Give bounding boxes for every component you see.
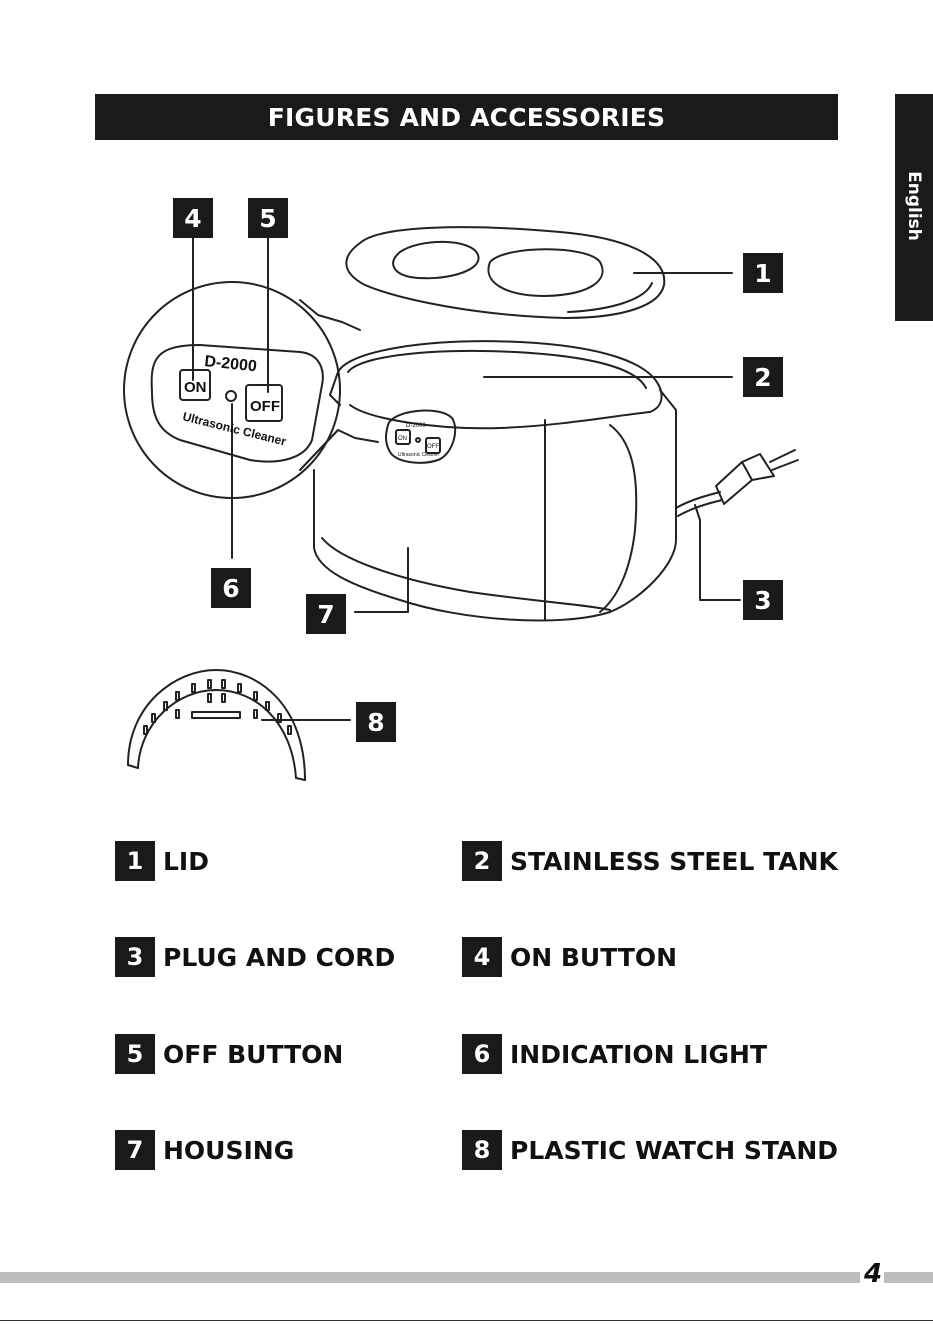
plug-and-cord-drawing [676,450,798,600]
callout-8: 8 [356,702,396,742]
page-number: 4 [858,1259,888,1289]
legend-item: 4 ON BUTTON [462,937,677,977]
legend-number: 4 [462,937,502,977]
callout-5: 5 [248,198,288,238]
detail-model-label: D-2000 [204,353,258,375]
housing-product-label: Ultrasonic Cleaner [398,452,439,458]
detail-product-label: Ultrasonic Cleaner [181,409,288,448]
watch-stand-drawing [128,670,305,780]
legend-number: 2 [462,841,502,881]
legend-label: HOUSING [163,1136,294,1165]
legend-label: PLUG AND CORD [163,943,395,972]
callout-4: 4 [173,198,213,238]
legend-label: LID [163,847,209,876]
legend-label: INDICATION LIGHT [510,1040,767,1069]
legend-number: 5 [115,1034,155,1074]
detail-on-label: ON [184,379,207,396]
legend-number: 7 [115,1130,155,1170]
footer-bar [0,1272,860,1283]
housing-model-label: D-2000 [406,423,426,429]
housing-on-label: ON [398,436,407,442]
legend-item: 7 HOUSING [115,1130,294,1170]
legend-item: 3 PLUG AND CORD [115,937,395,977]
legend-number: 3 [115,937,155,977]
lid-drawing [346,227,664,318]
legend-number: 6 [462,1034,502,1074]
legend-item: 2 STAINLESS STEEL TANK [462,841,838,881]
bottom-rule [0,1320,933,1321]
housing-drawing [314,341,676,620]
legend-item: 5 OFF BUTTON [115,1034,343,1074]
callout-3: 3 [743,580,783,620]
legend-item: 8 PLASTIC WATCH STAND [462,1130,838,1170]
legend-label: STAINLESS STEEL TANK [510,847,838,876]
legend-number: 8 [462,1130,502,1170]
detail-magnifier [124,282,378,498]
housing-off-label: OFF [427,444,439,450]
footer-bar-end [884,1272,933,1283]
legend-label: PLASTIC WATCH STAND [510,1136,838,1165]
callout-7: 7 [306,594,346,634]
callout-6: 6 [211,568,251,608]
detail-off-label: OFF [250,398,280,415]
callout-2: 2 [743,357,783,397]
legend-label: ON BUTTON [510,943,677,972]
legend-label: OFF BUTTON [163,1040,343,1069]
legend-item: 6 INDICATION LIGHT [462,1034,767,1074]
product-illustration: D-2000 ON OFF Ultrasonic Cleaner D-2000 … [0,0,933,800]
legend-item: 1 LID [115,841,209,881]
callout-1: 1 [743,253,783,293]
legend-number: 1 [115,841,155,881]
leader-lines [193,238,732,720]
